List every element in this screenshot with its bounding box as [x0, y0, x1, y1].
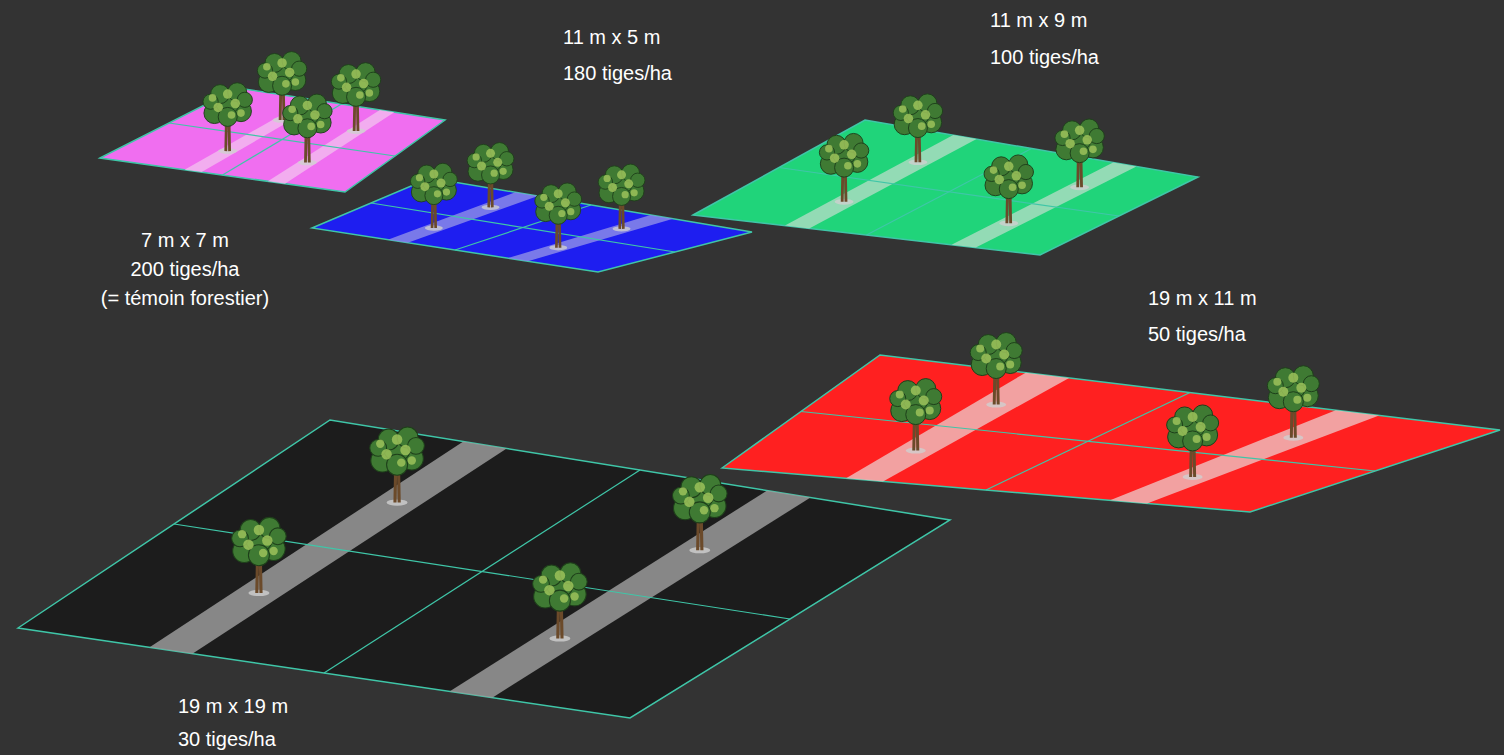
tree	[893, 94, 942, 165]
tree	[467, 143, 514, 211]
tree	[370, 427, 425, 506]
plot-label: 30 tiges/ha	[178, 728, 276, 751]
plot-19x11	[722, 333, 1500, 512]
tree-row	[1110, 410, 1379, 503]
plot-label: 200 tiges/ha	[131, 258, 240, 281]
tree	[672, 475, 727, 554]
plot-label: 11 m x 5 m	[563, 26, 660, 49]
plot-label: 11 m x 9 m	[990, 9, 1087, 32]
tree	[1267, 366, 1319, 441]
plot-label: 180 tiges/ha	[563, 62, 672, 85]
plot-label: 19 m x 19 m	[178, 695, 288, 718]
plot-ground	[312, 178, 752, 272]
plot-ground	[693, 120, 1198, 255]
plot-11x9	[693, 94, 1198, 255]
plot-ground	[100, 88, 445, 192]
tree	[232, 517, 287, 596]
tree	[890, 379, 942, 454]
plot-11x5	[312, 143, 752, 272]
plot-ground	[722, 355, 1500, 512]
tree	[331, 63, 380, 134]
plot-label: 19 m x 11 m	[1148, 287, 1257, 310]
plot-label: (= témoin forestier)	[101, 287, 269, 310]
tree	[819, 133, 868, 204]
plot-7x7	[100, 52, 445, 192]
tree	[598, 164, 645, 232]
tree-row	[846, 373, 1069, 482]
tree	[203, 83, 252, 154]
tree	[984, 155, 1033, 226]
tree	[970, 333, 1022, 408]
plot-label: 7 m x 7 m	[141, 229, 229, 252]
plot-label: 50 tiges/ha	[1148, 323, 1246, 346]
tree	[533, 563, 588, 642]
plot-label: 100 tiges/ha	[990, 46, 1099, 69]
tree	[1055, 119, 1104, 190]
tree	[535, 183, 582, 251]
tree	[410, 163, 457, 231]
tree	[283, 94, 332, 165]
tree	[1167, 405, 1219, 480]
